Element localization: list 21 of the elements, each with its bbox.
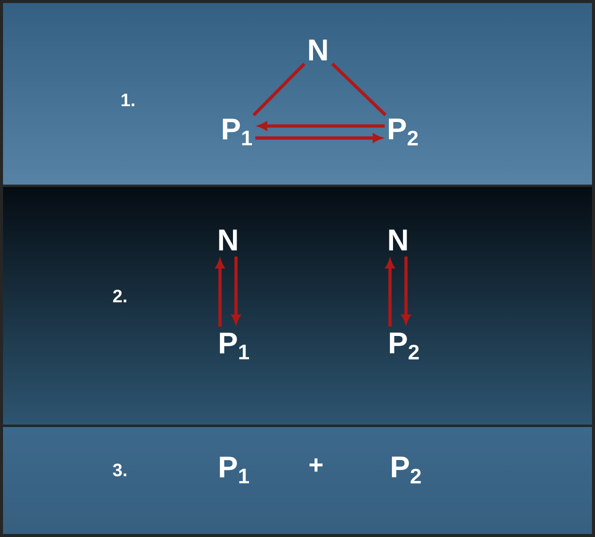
step-number: 2. (113, 290, 126, 302)
step-number: 1. (122, 94, 134, 106)
step-number: 3. (112, 464, 126, 476)
arrow (258, 122, 385, 130)
arrow (386, 259, 394, 326)
arrow (232, 256, 240, 324)
plus-sign: + (310, 458, 323, 472)
node-label: P$_{2}$ (392, 456, 421, 484)
arrow (402, 256, 410, 324)
connector-line (252, 62, 306, 116)
node-label: P$_{2}$ (388, 118, 418, 146)
node-label: N (309, 40, 327, 60)
arrow (216, 259, 224, 327)
node-label: P$_{1}$ (220, 332, 249, 360)
node-label: P$_{1}$ (222, 118, 252, 146)
node-label: N (219, 230, 237, 250)
node-label: N (389, 230, 407, 250)
arrow (255, 134, 382, 142)
connector-line (331, 62, 387, 116)
node-label: P$_{2}$ (390, 332, 419, 360)
node-label: P$_{1}$ (220, 456, 249, 484)
